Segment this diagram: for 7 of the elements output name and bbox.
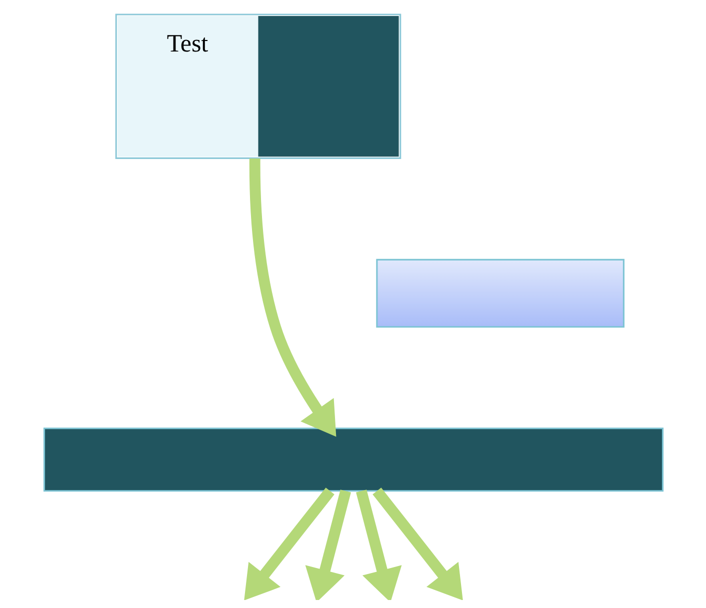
arrow [248, 158, 336, 437]
arrow [244, 488, 334, 600]
node-bar [42, 428, 664, 492]
arrow [304, 490, 350, 600]
arrow [372, 488, 462, 600]
node-box [376, 258, 624, 328]
arrow [356, 490, 402, 600]
